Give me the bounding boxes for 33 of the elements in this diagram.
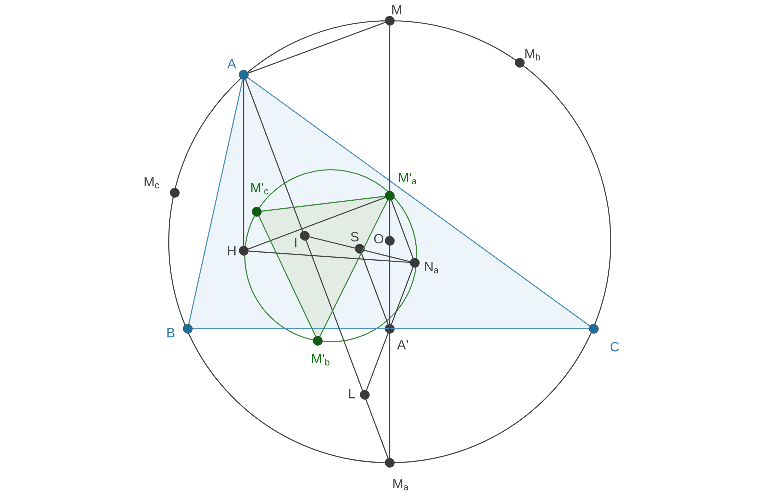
point-label: M [392,5,402,15]
point-label: B [168,328,175,338]
line-segment [366,267,414,391]
line-segment [248,250,410,264]
point-label: A' [397,340,408,350]
point-label: C [610,342,620,352]
line-segment [248,77,590,327]
line-segment [361,253,389,325]
line-segment [188,80,244,324]
line-segment [248,197,386,250]
point-label: N$_{a}$ [425,262,440,274]
line-segment [320,200,388,337]
line-segment [248,22,386,74]
point-label: M$_{b}$ [526,49,540,61]
point-label: M$_{c}$ [144,177,160,189]
point-label: M'$_{a}$ [399,173,418,185]
point-label: H [228,246,236,256]
point-label: M'$_{c}$ [252,183,269,195]
point-label: S [351,232,359,242]
line-segment [262,196,386,212]
point-label: M$_{a}$ [394,479,409,491]
point-label: L [349,389,356,399]
point-label: A [228,59,236,69]
line-segment [243,80,245,246]
point-label: I [295,238,297,248]
line-segment [245,79,389,459]
point-label: O [374,234,384,244]
point-label: M'$_{b}$ [312,354,330,366]
line-segment [192,328,590,330]
line-segment [391,200,414,259]
line-segment [389,26,391,458]
line-segment [310,236,410,262]
line-segment [258,216,316,337]
